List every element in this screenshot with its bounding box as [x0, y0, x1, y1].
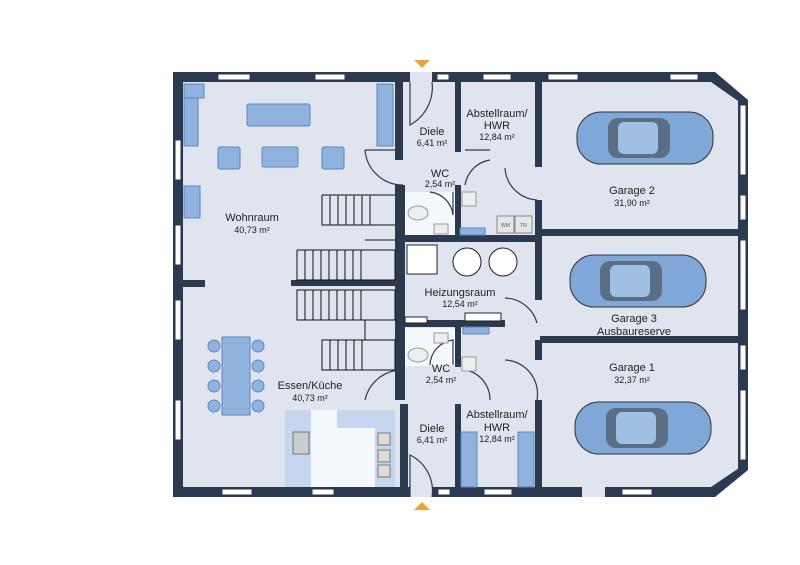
room-name: HWR — [484, 120, 510, 132]
car-garage-1 — [574, 401, 712, 455]
room-name: Garage 3 — [611, 313, 657, 325]
room-diele-bottom: Diele 6,41 m² — [417, 423, 448, 445]
room-area: 12,84 m² — [479, 132, 515, 142]
room-name: Diele — [419, 126, 444, 138]
room-area: 12,54 m² — [442, 299, 478, 309]
entrance-marker-top — [414, 60, 430, 68]
room-wohnraum: Wohnraum 40,73 m² — [225, 212, 279, 235]
room-area: 2,54 m² — [425, 179, 456, 189]
room-abstellraum-bottom: Abstellraum/ HWR 12,84 m² — [466, 409, 528, 444]
room-name: Abstellraum/ — [466, 108, 528, 120]
room-garage-2: Garage 2 31,90 m² — [609, 185, 655, 208]
room-name: Garage 1 — [609, 362, 655, 374]
room-abstellraum-top: Abstellraum/ HWR 12,84 m² — [466, 108, 528, 142]
room-name: WC — [432, 363, 450, 375]
floor-area — [173, 72, 748, 497]
room-area: 6,41 m² — [417, 138, 448, 148]
car-garage-3 — [569, 254, 707, 308]
room-area: 40,73 m² — [292, 393, 328, 403]
room-essen-kueche: Essen/Küche 40,73 m² — [278, 380, 343, 403]
room-name: WC — [431, 168, 449, 180]
dryer-label: TR — [520, 223, 527, 229]
room-wc-top: WC 2,54 m² — [425, 168, 456, 189]
dryer: TR — [514, 215, 533, 234]
sofa-set — [183, 83, 394, 219]
washer: WM — [496, 215, 515, 234]
staircase — [296, 194, 396, 371]
windows — [174, 73, 747, 496]
room-area: 40,73 m² — [234, 225, 270, 235]
shelf — [517, 431, 535, 488]
room-name: Garage 2 — [609, 185, 655, 197]
room-area: 32,37 m² — [614, 375, 650, 385]
interior-walls — [183, 72, 740, 497]
wc-fixtures — [407, 191, 477, 372]
entrance-marker-bottom — [414, 502, 430, 510]
room-name: HWR — [484, 422, 510, 434]
room-heizungsraum: Heizungsraum 12,54 m² — [425, 287, 496, 309]
room-area: 12,84 m² — [479, 434, 515, 444]
room-name: Essen/Küche — [278, 380, 343, 392]
room-name: Heizungsraum — [425, 287, 496, 299]
room-name: Abstellraum/ — [466, 409, 528, 421]
room-name: Wohnraum — [225, 212, 279, 224]
room-area: 2,54 m² — [426, 375, 457, 385]
room-wc-bottom: WC 2,54 m² — [426, 363, 457, 385]
kitchen — [285, 410, 395, 487]
car-garage-2 — [576, 111, 714, 165]
room-area: Ausbaureserve — [597, 326, 671, 338]
room-area: 31,90 m² — [614, 198, 650, 208]
heating-equipment — [404, 227, 518, 335]
room-garage-1: Garage 1 32,37 m² — [609, 362, 655, 385]
room-garage-3: Garage 3 Ausbaureserve — [597, 313, 671, 338]
room-name: Diele — [419, 423, 444, 435]
shelf — [460, 431, 478, 488]
room-area: 6,41 m² — [417, 435, 448, 445]
room-diele-top: Diele 6,41 m² — [417, 126, 448, 148]
dining-table — [207, 336, 265, 416]
washer-label: WM — [501, 223, 510, 229]
